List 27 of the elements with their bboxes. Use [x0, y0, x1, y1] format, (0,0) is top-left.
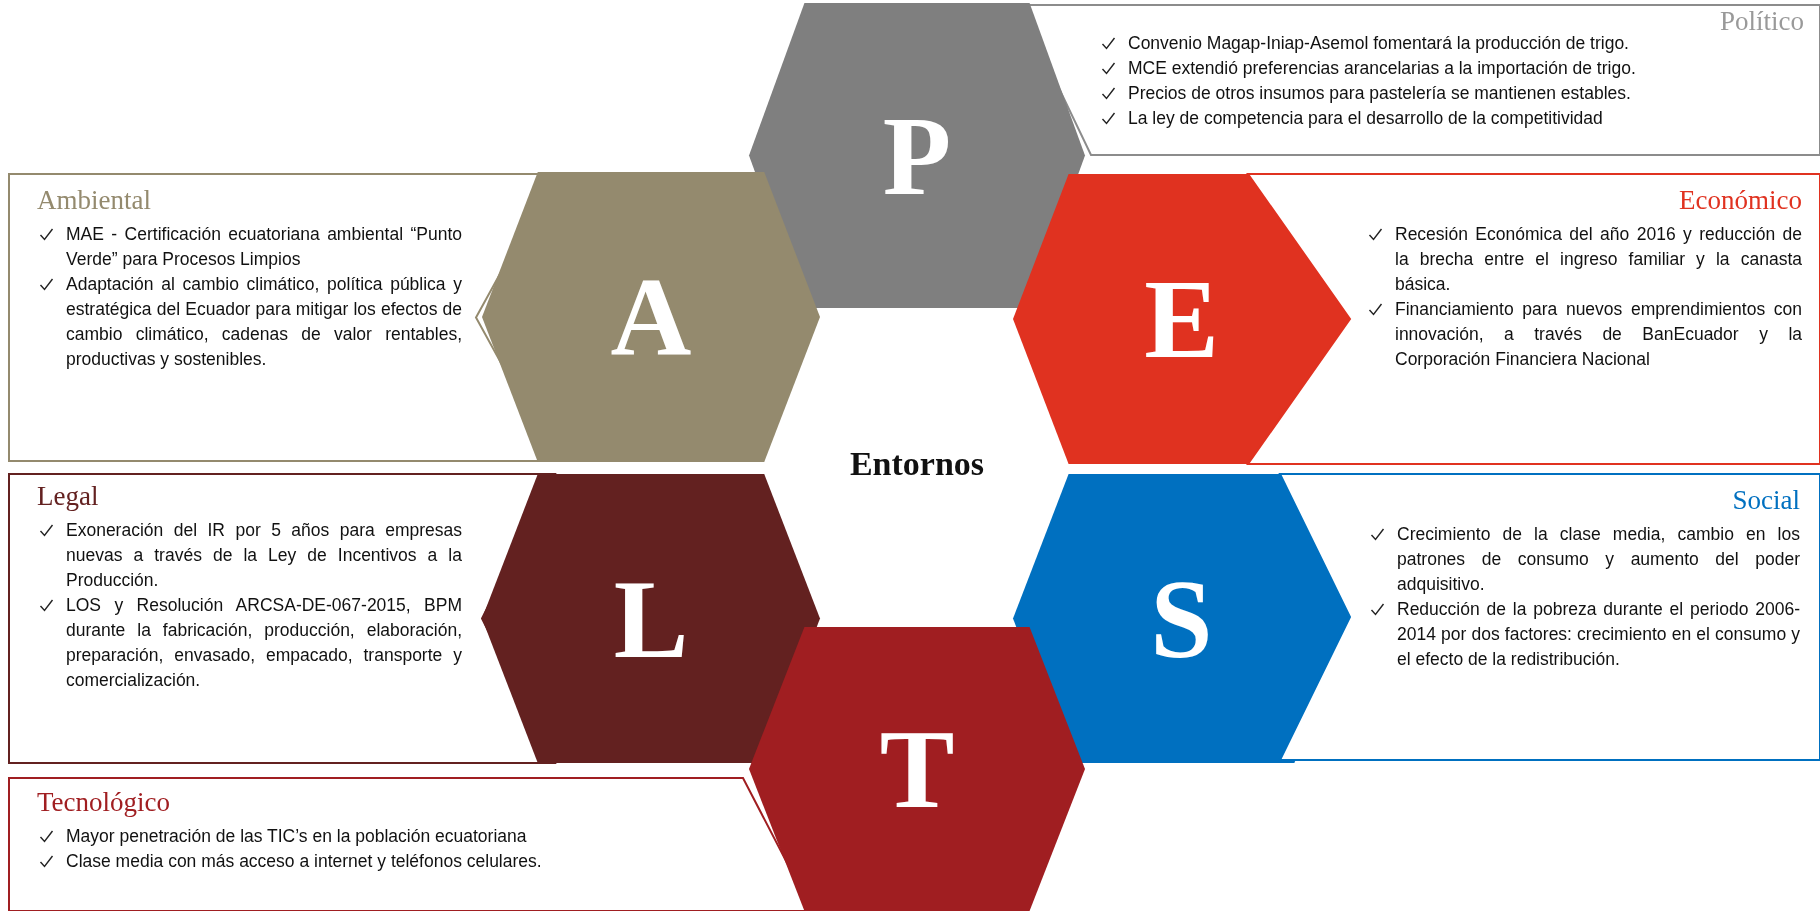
bullet-text: Reducción de la pobreza durante el periodo 2006-2014 por dos factores: crecimiento en el consumo y el efecto de la redistribución.	[1397, 598, 1800, 671]
bullet-text: Convenio Magap-Iniap-Asemol fomentará la producción de trigo.	[1128, 32, 1630, 55]
bullet-text: LOS y Resolución ARCSA-DE-067-2015, BPM durante la fabricación, producción, elaboración, preparación, envasado, empacado, transporte y comercialización.	[66, 594, 462, 692]
bullet-text: Precios de otros insumos para pastelería se mantienen estables.	[1128, 82, 1632, 105]
panel-heading: Económico	[1679, 185, 1802, 215]
bullet-text: Crecimiento de la clase media, cambio en los patrones de consumo y aumento del poder adquisitivo.	[1397, 523, 1800, 596]
hexagon-letter: E	[1144, 263, 1219, 375]
hexagon-letter: T	[879, 713, 955, 825]
hexagon-letter: P	[882, 99, 952, 212]
bullet-text: Adaptación al cambio climático, política pública y estratégica del Ecuador para mitigar los efectos de cambio climático, cadenas de valor rentables, productivas y sostenibles.	[66, 273, 462, 371]
panel-heading: Ambiental	[37, 185, 151, 215]
bullet-text: La ley de competencia para el desarrollo de la competitividad	[1128, 107, 1604, 130]
panel-heading: Político	[1720, 6, 1804, 36]
bullet-text: MAE - Certificación ecuatoriana ambiental “Punto Verde” para Procesos Limpios	[66, 223, 462, 271]
center-title: Entornos	[849, 445, 985, 483]
bullet-text: Mayor penetración de las TIC’s en la población ecuatoriana	[66, 825, 528, 848]
hexagon-letter: A	[610, 261, 692, 373]
bullet-text: Clase media con más acceso a internet y teléfonos celulares.	[66, 850, 543, 873]
bullet-text: MCE extendió preferencias arancelarias a la importación de trigo.	[1128, 57, 1637, 80]
bullet-text: Financiamiento para nuevos emprendimientos con innovación, a través de BanEcuador y la Corporación Financiera Nacional	[1395, 298, 1802, 371]
bullet-text: Recesión Económica del año 2016 y reducción de la brecha entre el ingreso familiar y la canasta básica.	[1395, 223, 1802, 296]
panel-heading: Legal	[37, 481, 99, 511]
hexagon-letter: L	[613, 562, 689, 675]
panel-heading: Tecnológico	[37, 787, 171, 817]
hexagon-letter: S	[1150, 562, 1213, 675]
bullet-text: Exoneración del IR por 5 años para empresas nuevas a través de la Ley de Incentivos a la Producción.	[66, 519, 462, 592]
panel-heading: Social	[1732, 485, 1800, 515]
